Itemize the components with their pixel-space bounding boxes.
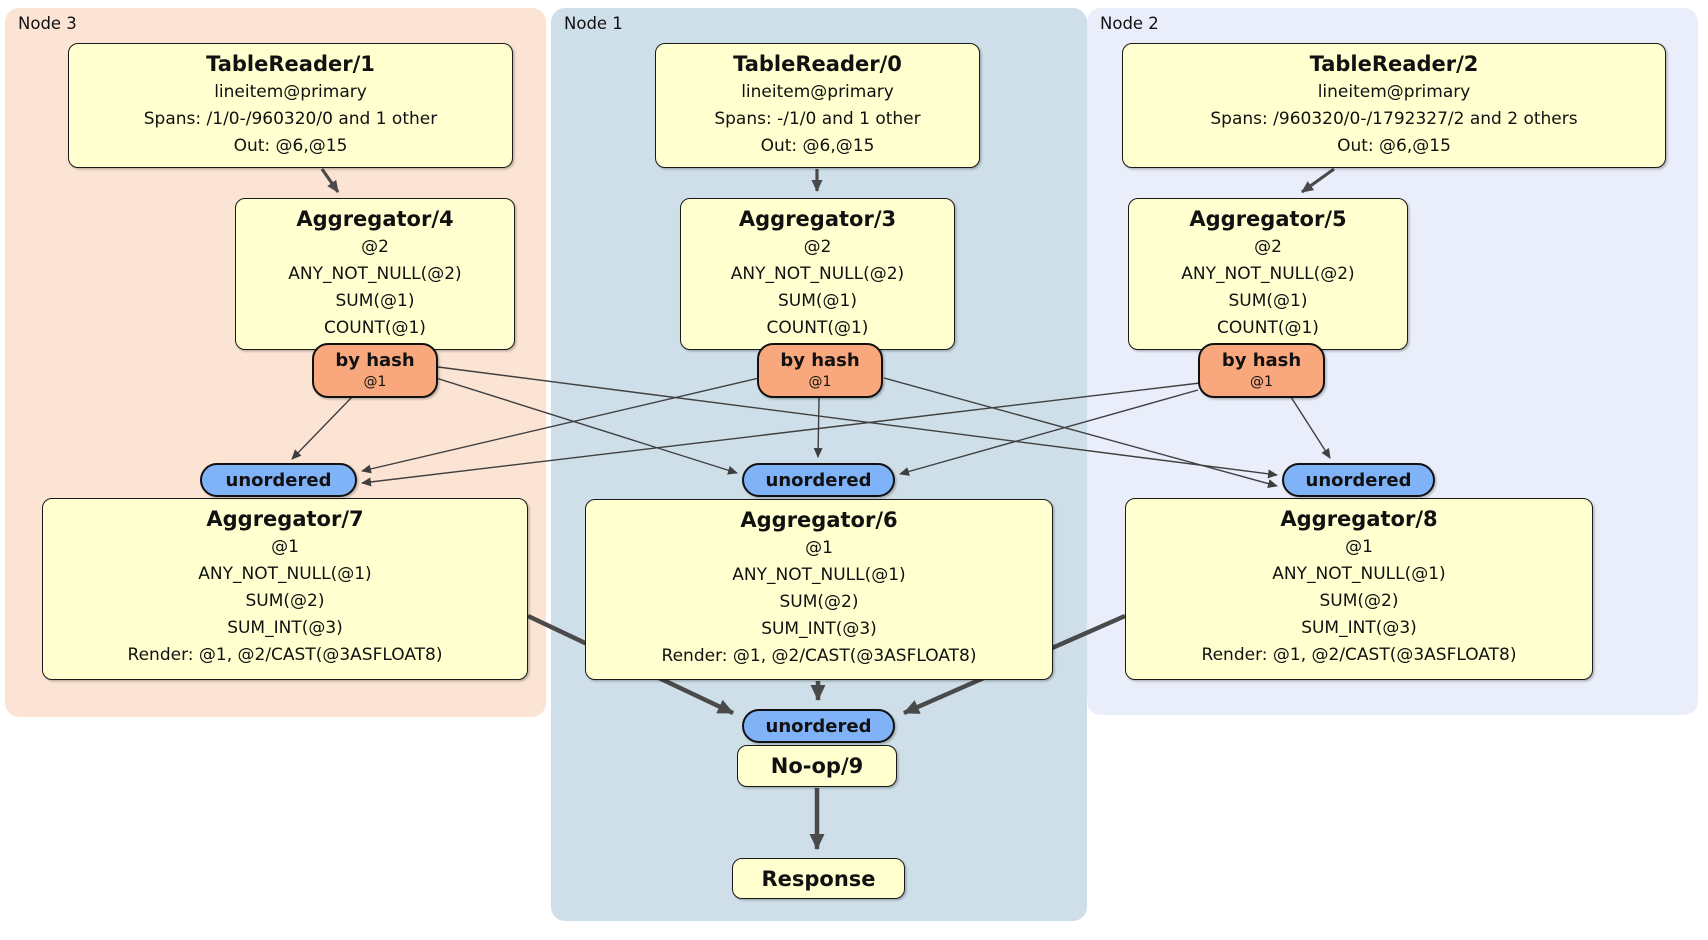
sync-unordered-agg8: unordered (1282, 463, 1435, 497)
router-key: @1 (1250, 374, 1273, 390)
processor-aggregator-8: Aggregator/8 @1 ANY_NOT_NULL(@1) SUM(@2)… (1125, 498, 1593, 680)
processor-detail: @1 (271, 537, 299, 557)
edge-bh5-un6 (899, 389, 1199, 476)
processor-title: Aggregator/5 (1189, 207, 1347, 231)
processor-title: Aggregator/6 (740, 508, 898, 532)
processor-detail: @1 (1345, 537, 1373, 557)
processor-aggregator-6: Aggregator/6 @1 ANY_NOT_NULL(@1) SUM(@2)… (585, 499, 1053, 680)
router-key: @1 (808, 374, 832, 390)
processor-detail: ANY_NOT_NULL(@2) (730, 264, 905, 284)
processor-aggregator-7: Aggregator/7 @1 ANY_NOT_NULL(@1) SUM(@2)… (42, 498, 528, 680)
processor-aggregator-3: Aggregator/3 @2 ANY_NOT_NULL(@2) SUM(@1)… (680, 198, 955, 350)
processor-tablereader-0: TableReader/0 lineitem@primary Spans: -/… (655, 43, 980, 168)
edge-bh4-un7 (291, 396, 353, 460)
processor-title: Aggregator/8 (1280, 507, 1438, 531)
edge-bh5-un7 (361, 382, 1201, 487)
router-label: by hash (780, 350, 860, 371)
processor-detail: SUM_INT(@3) (227, 618, 343, 638)
processor-detail: lineitem@primary (741, 82, 894, 102)
processor-detail: ANY_NOT_NULL(@2) (288, 264, 462, 284)
edge-bh3-un7 (361, 377, 760, 474)
node3-label: Node 3 (18, 14, 77, 33)
processor-aggregator-5: Aggregator/5 @2 ANY_NOT_NULL(@2) SUM(@1)… (1128, 198, 1408, 350)
processor-detail: Out: @6,@15 (233, 136, 348, 156)
processor-detail: Render: @1, @2/CAST(@3ASFLOAT8) (661, 646, 977, 666)
processor-detail: SUM(@1) (778, 291, 857, 311)
processor-detail: @1 (805, 538, 833, 558)
edge-bh4-un6 (435, 377, 738, 475)
processor-detail: ANY_NOT_NULL(@1) (1272, 564, 1446, 584)
processor-tablereader-2: TableReader/2 lineitem@primary Spans: /9… (1122, 43, 1666, 168)
sync-unordered-noop: unordered (742, 709, 895, 743)
processor-detail: SUM_INT(@3) (1301, 618, 1417, 638)
edge-tr1-agg4 (320, 168, 340, 193)
processor-title: No-op/9 (770, 754, 864, 778)
processor-title: Aggregator/7 (206, 507, 364, 531)
processor-detail: Spans: -/1/0 and 1 other (714, 109, 921, 129)
processor-detail: Out: @6,@15 (760, 136, 875, 156)
processor-tablereader-1: TableReader/1 lineitem@primary Spans: /1… (68, 43, 513, 168)
processor-detail: SUM_INT(@3) (761, 619, 877, 639)
router-label: by hash (335, 350, 415, 371)
edge-bh4-un8 (437, 366, 1278, 479)
processor-detail: Render: @1, @2/CAST(@3ASFLOAT8) (127, 645, 443, 665)
router-by-hash-agg3: by hash @1 (757, 343, 883, 398)
processor-detail: Spans: /960320/0-/1792327/2 and 2 others (1210, 109, 1578, 129)
processor-detail: Render: @1, @2/CAST(@3ASFLOAT8) (1201, 645, 1517, 665)
processor-detail: ANY_NOT_NULL(@1) (732, 565, 906, 585)
sync-unordered-agg6: unordered (742, 463, 895, 497)
router-by-hash-agg4: by hash @1 (312, 343, 438, 398)
processor-title: Aggregator/3 (738, 207, 897, 231)
processor-detail: COUNT(@1) (324, 318, 426, 338)
processor-detail: @2 (361, 237, 389, 257)
processor-detail: Spans: /1/0-/960320/0 and 1 other (143, 109, 438, 129)
router-by-hash-agg5: by hash @1 (1198, 343, 1325, 398)
router-key: @1 (363, 374, 387, 390)
processor-detail: COUNT(@1) (766, 318, 869, 338)
processor-title: Response (761, 866, 876, 891)
response-node: Response (732, 858, 905, 899)
processor-title: Aggregator/4 (296, 207, 454, 231)
edge-bh5-un8 (1290, 396, 1331, 459)
processor-title: TableReader/2 (1309, 52, 1479, 76)
processor-detail: SUM(@1) (1228, 291, 1308, 311)
processor-title: TableReader/1 (206, 52, 375, 76)
edge-tr2-agg5 (1301, 167, 1335, 194)
processor-aggregator-4: Aggregator/4 @2 ANY_NOT_NULL(@2) SUM(@1)… (235, 198, 515, 350)
router-label: by hash (1221, 350, 1302, 371)
processor-detail: SUM(@2) (245, 591, 325, 611)
processor-detail: COUNT(@1) (1217, 318, 1319, 338)
processor-detail: @2 (803, 237, 832, 257)
processor-detail: lineitem@primary (1317, 82, 1471, 102)
processor-detail: SUM(@1) (335, 291, 415, 311)
processor-detail: ANY_NOT_NULL(@1) (198, 564, 372, 584)
processor-detail: SUM(@2) (1319, 591, 1399, 611)
processor-noop-9: No-op/9 (737, 745, 897, 787)
node1-label: Node 1 (564, 14, 623, 33)
node2-label: Node 2 (1100, 14, 1159, 33)
processor-detail: ANY_NOT_NULL(@2) (1181, 264, 1355, 284)
processor-detail: Out: @6,@15 (1337, 136, 1451, 156)
sync-unordered-agg7: unordered (200, 463, 357, 497)
processor-detail: @2 (1254, 237, 1282, 257)
edge-bh3-un8 (883, 377, 1278, 488)
edge-bh3-un6 (813, 397, 823, 458)
processor-detail: lineitem@primary (214, 82, 367, 102)
processor-title: TableReader/0 (733, 52, 902, 76)
processor-detail: SUM(@2) (779, 592, 859, 612)
